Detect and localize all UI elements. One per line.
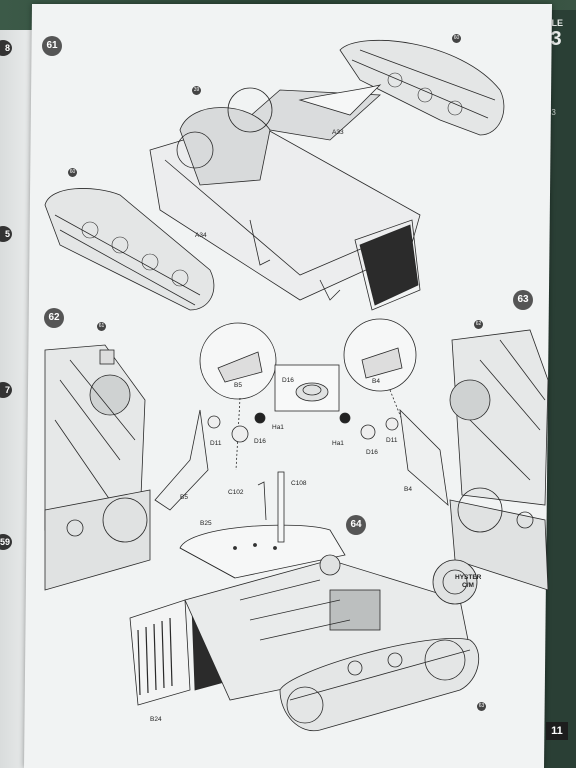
- step-61-chassis-drawing: [44, 40, 505, 311]
- part-b4-panel: [399, 408, 449, 507]
- part-callout: 60: [68, 168, 77, 177]
- label-b25: B25: [200, 520, 212, 527]
- part-callout: 63: [477, 702, 486, 711]
- label-c108: C108: [291, 480, 307, 487]
- part-b5-panel: [154, 409, 209, 511]
- label-ha1-right: Ha1: [332, 440, 344, 447]
- left-page-number: 59: [0, 534, 12, 550]
- step-62-engine-drawing: [44, 344, 151, 591]
- label-d16-right: D16: [366, 449, 378, 456]
- part-callout: 61: [97, 322, 106, 331]
- label-b5: B5: [180, 494, 188, 501]
- left-page-number: 8: [0, 40, 12, 56]
- part-callout: 60: [452, 34, 461, 43]
- label-a33: A33: [332, 129, 344, 136]
- step-64-bulldozer-drawing: [129, 471, 479, 732]
- label-b5-detail: B5: [234, 382, 242, 389]
- step-badge-63: 63: [513, 290, 533, 310]
- step-badge-61: 61: [42, 36, 62, 56]
- step-badge-64: 64: [346, 515, 366, 535]
- label-d11-right: D11: [386, 437, 398, 444]
- label-a34: A34: [195, 232, 207, 239]
- step-63-engine-drawing: [449, 329, 549, 591]
- label-d11-left: D11: [210, 440, 222, 447]
- label-b4: B4: [404, 486, 412, 493]
- label-d16-box: D16: [282, 377, 294, 384]
- part-callout: 62: [474, 320, 483, 329]
- label-b4-detail: B4: [372, 378, 380, 385]
- label-b24: B24: [150, 716, 162, 723]
- part-callout: 39: [192, 86, 201, 95]
- label-hyster: HYSTER: [455, 574, 482, 581]
- step-badge-62: 62: [44, 308, 64, 328]
- label-d16-left: D16: [254, 438, 266, 445]
- left-page-number: 5: [0, 226, 12, 242]
- label-ha1-left: Ha1: [272, 424, 284, 431]
- page-number: 11: [546, 722, 568, 740]
- label-cm: C/M: [462, 582, 474, 589]
- label-c102: C102: [228, 489, 244, 496]
- left-page-number: 7: [0, 382, 12, 398]
